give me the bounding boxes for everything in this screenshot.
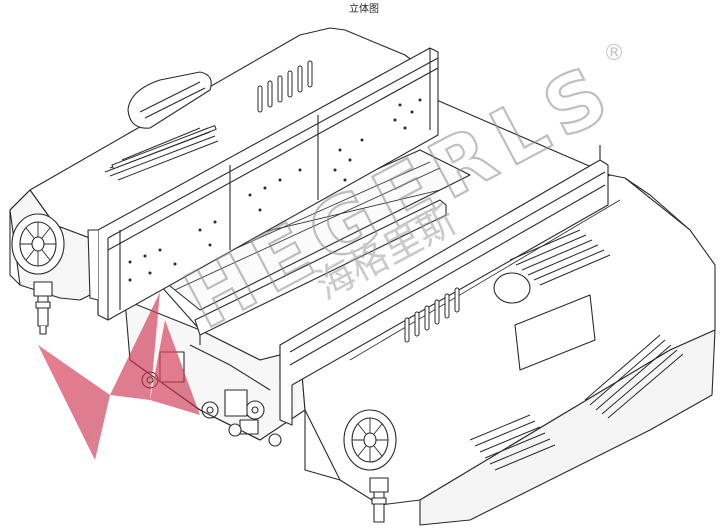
registered-trademark-mark: ® [603, 41, 625, 66]
figure-caption: 立体图 [349, 4, 379, 15]
left-lift-actuator [33, 281, 53, 335]
hegerls-red-logo-icon [38, 292, 200, 460]
left-rail-holes [128, 98, 422, 282]
lower-front-vent-slots [469, 414, 556, 471]
right-wheel [343, 409, 397, 471]
right-lift-actuator [369, 477, 389, 523]
right-body-shell [299, 174, 716, 526]
right-side-vent-slots [584, 334, 684, 419]
right-rail-beam [279, 145, 609, 426]
left-wheel [11, 213, 65, 275]
right-body-display-panel [514, 294, 596, 371]
upper-vertical-vent-slots [257, 60, 313, 113]
left-rail-beam [87, 47, 439, 321]
left-body-top-dome [127, 71, 212, 129]
center-divider-rail [194, 199, 447, 345]
right-body-dome [493, 272, 531, 304]
left-body-vent-slots [104, 125, 219, 181]
right-vertical-vent-slots [404, 287, 460, 343]
right-top-vent-slots [509, 229, 611, 286]
